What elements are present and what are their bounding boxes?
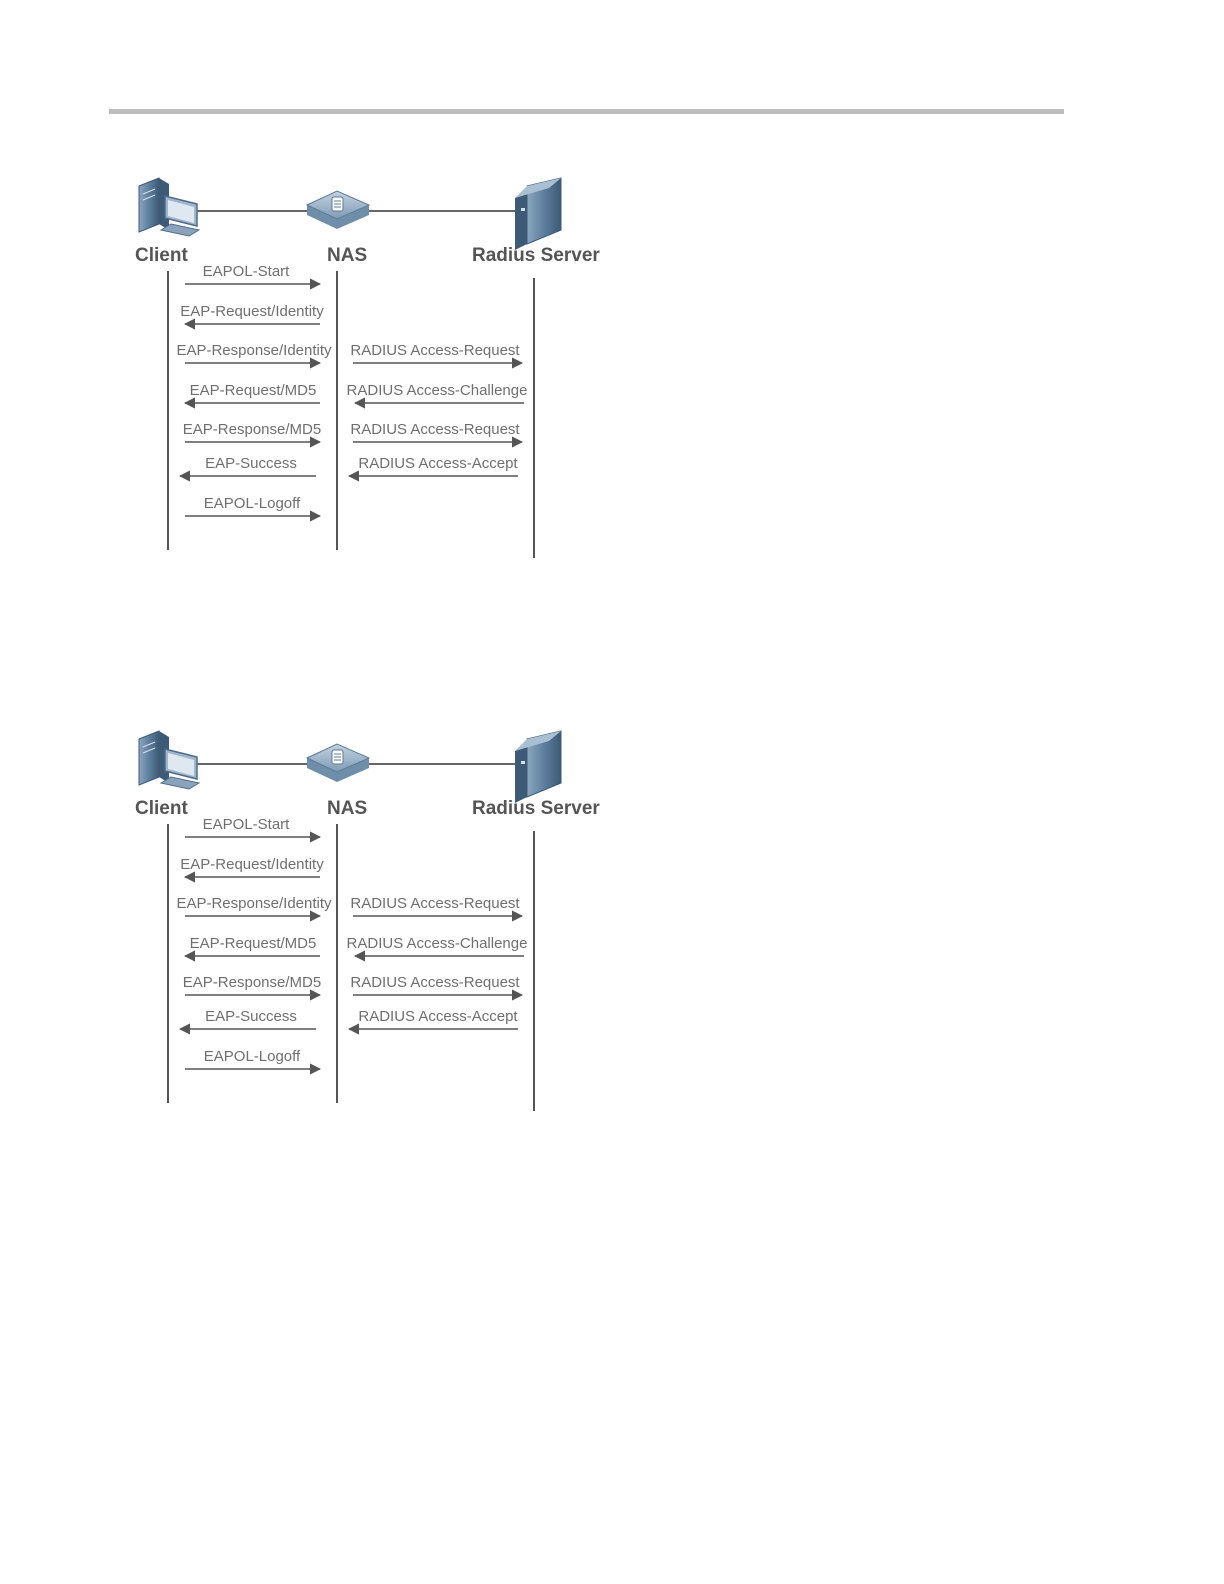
message-label: RADIUS Access-Accept	[358, 1008, 518, 1025]
client-nas-messages: EAPOL-StartEAP-Request/IdentityEAP-Respo…	[176, 263, 332, 522]
message-label: RADIUS Access-Request	[350, 421, 520, 438]
message-label: EAPOL-Logoff	[204, 1048, 301, 1065]
sequence-diagram-svg: Client NAS Radius Server EAPOL-StartEAP-…	[135, 730, 600, 1111]
message-label: EAP-Success	[205, 455, 297, 472]
node-label-radius-server: Radius Server	[472, 245, 600, 266]
client-nas-messages: EAPOL-StartEAP-Request/IdentityEAP-Respo…	[176, 816, 332, 1075]
computer-icon	[138, 730, 201, 790]
message-label: EAP-Response/Identity	[176, 895, 332, 912]
message-label: EAP-Response/MD5	[183, 974, 321, 991]
message-label: RADIUS Access-Challenge	[347, 935, 528, 952]
message-label: RADIUS Access-Request	[350, 342, 520, 359]
message-label: EAP-Request/Identity	[180, 856, 324, 873]
node-label-client: Client	[135, 245, 188, 266]
message-label: EAP-Success	[205, 1008, 297, 1025]
server-icon	[515, 730, 562, 803]
switch-icon	[305, 190, 371, 229]
message-label: EAP-Request/MD5	[190, 935, 317, 952]
message-label: EAP-Response/Identity	[176, 342, 332, 359]
node-label-nas: NAS	[327, 798, 367, 819]
message-label: EAPOL-Start	[203, 263, 291, 280]
message-label: EAP-Request/Identity	[180, 303, 324, 320]
message-label: RADIUS Access-Request	[350, 895, 520, 912]
switch-icon	[305, 743, 371, 782]
message-label: EAPOL-Logoff	[204, 495, 301, 512]
message-label: RADIUS Access-Request	[350, 974, 520, 991]
sequence-diagram-svg: Client NAS Radius Server EAPOL-StartEAP-…	[135, 177, 600, 558]
message-label: EAPOL-Start	[203, 816, 291, 833]
node-label-client: Client	[135, 798, 188, 819]
message-label: RADIUS Access-Challenge	[347, 382, 528, 399]
header-rule	[109, 109, 1064, 114]
node-label-nas: NAS	[327, 245, 367, 266]
computer-icon	[138, 177, 201, 237]
message-label: EAP-Response/MD5	[183, 421, 321, 438]
server-icon	[515, 177, 562, 250]
message-label: EAP-Request/MD5	[190, 382, 317, 399]
node-label-radius-server: Radius Server	[472, 798, 600, 819]
message-label: RADIUS Access-Accept	[358, 455, 518, 472]
